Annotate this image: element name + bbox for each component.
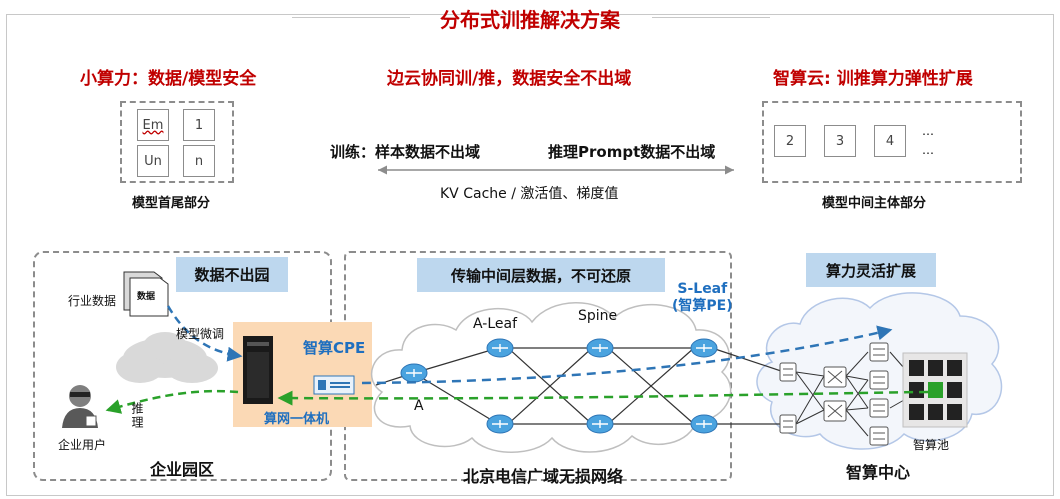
model-cell-3: 3	[824, 125, 856, 157]
router-a-label: A	[414, 398, 424, 414]
campus-caption: 企业园区	[150, 460, 215, 479]
inference-arrow	[105, 389, 239, 414]
wan-caption: 北京电信广域无损网络	[463, 467, 624, 486]
user-label: 企业用户	[58, 438, 107, 452]
model-cell-2: 2	[774, 125, 806, 157]
appliance-server-icon	[243, 336, 273, 404]
outer-frame	[6, 14, 1054, 496]
cpe-device-icon	[313, 375, 355, 395]
model-cell-n: n	[183, 145, 215, 177]
model-cell-1: 1	[183, 109, 215, 141]
left-heading: 小算力：数据/模型安全	[80, 69, 257, 89]
a-leaf-label: A-Leaf	[473, 316, 517, 332]
enterprise-user-icon	[62, 385, 98, 428]
left-model-caption: 模型首尾部分	[132, 196, 211, 211]
wan-cloud	[371, 302, 732, 453]
model-cell-em: Em	[137, 109, 169, 141]
badge-intermediate: 传输中间层数据，不可还原	[417, 258, 665, 292]
doc-label: 数据	[137, 292, 156, 302]
dc-caption: 智算中心	[846, 463, 911, 482]
badge-data-stays: 数据不出园	[176, 257, 288, 292]
model-cell-4: 4	[874, 125, 906, 157]
campus-cloud	[116, 332, 218, 383]
documents-icon	[123, 271, 169, 317]
pool-label: 智算池	[913, 438, 950, 452]
kv-cache-label: KV Cache / 激活值、梯度值	[440, 186, 619, 202]
fine-tune-label: 模型微调	[176, 327, 225, 341]
title-rule-left	[292, 17, 410, 18]
cpe-label: 智算CPE	[303, 339, 366, 357]
model-ellipsis-2: …	[922, 143, 934, 157]
left-model-box	[120, 101, 234, 183]
right-heading: 智算云: 训推算力弹性扩展	[773, 69, 973, 89]
model-ellipsis-1: …	[922, 124, 934, 138]
industry-data-label: 行业数据	[68, 294, 117, 308]
right-model-caption: 模型中间主体部分	[822, 196, 927, 211]
infer-label: 推理Prompt数据不出域	[548, 143, 716, 161]
dc-links	[795, 351, 905, 437]
title-rule-right	[652, 17, 770, 18]
s-leaf-label: S-Leaf (智算PE)	[672, 281, 733, 314]
center-heading: 边云协同训/推，数据安全不出域	[387, 69, 632, 89]
inference-label: 推理	[130, 402, 144, 430]
spine-label: Spine	[578, 308, 618, 324]
compute-pool-icon	[902, 352, 968, 428]
page-title: 分布式训推解决方案	[440, 8, 620, 32]
right-model-box	[762, 101, 1022, 183]
badge-scale: 算力灵活扩展	[806, 253, 936, 287]
appliance-label: 算网一体机	[264, 412, 330, 427]
blue-flow-arrow	[361, 325, 893, 385]
train-label: 训练：样本数据不出域	[330, 143, 481, 161]
fine-tune-arrow	[166, 305, 243, 362]
model-cell-un: Un	[137, 145, 169, 177]
